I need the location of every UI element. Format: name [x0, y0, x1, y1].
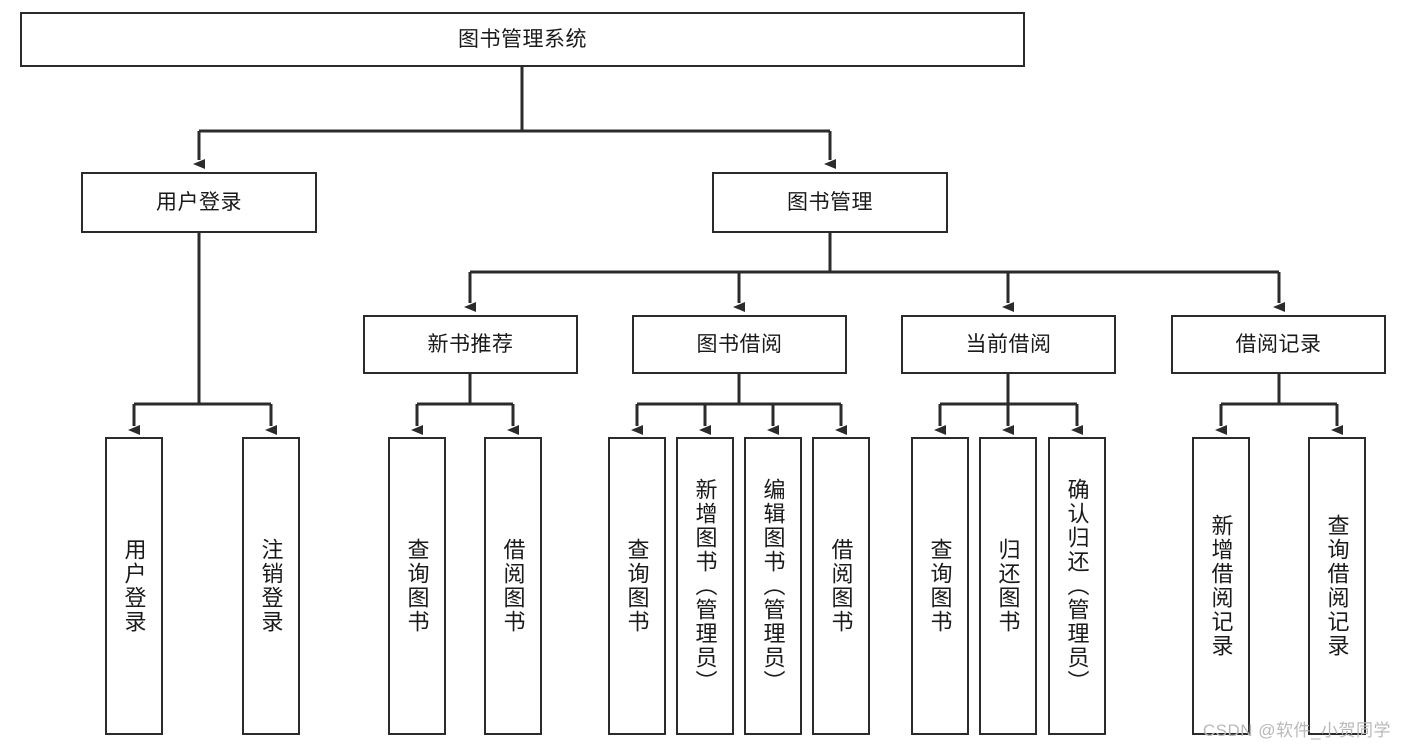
- node-user-login[interactable]: 用户登录: [81, 172, 317, 233]
- node-leaf-borrow-book-2-label: 借阅图书: [828, 538, 854, 634]
- node-book-management-label: 图书管理: [787, 190, 873, 214]
- node-leaf-return-book-label: 归还图书: [995, 538, 1021, 634]
- node-leaf-borrow-book-1-label: 借阅图书: [500, 538, 526, 634]
- node-leaf-confirm-return-admin[interactable]: 确认归还（管理员）: [1048, 437, 1106, 735]
- node-leaf-query-borrow-record[interactable]: 查询借阅记录: [1308, 437, 1366, 735]
- node-leaf-add-borrow-record[interactable]: 新增借阅记录: [1192, 437, 1250, 735]
- node-root[interactable]: 图书管理系统: [20, 12, 1025, 67]
- node-current-borrow-label: 当前借阅: [965, 332, 1052, 356]
- node-user-login-label: 用户登录: [156, 190, 242, 214]
- node-leaf-return-book[interactable]: 归还图书: [979, 437, 1037, 735]
- node-borrow-record-label: 借阅记录: [1235, 332, 1322, 356]
- node-book-borrow-label: 图书借阅: [696, 332, 783, 356]
- node-leaf-logout-login[interactable]: 注销登录: [242, 437, 300, 735]
- node-book-borrow[interactable]: 图书借阅: [632, 315, 847, 374]
- node-leaf-edit-book-admin-label: 编辑图书（管理员）: [760, 478, 786, 694]
- node-borrow-record[interactable]: 借阅记录: [1171, 315, 1386, 374]
- node-new-book-recommend-label: 新书推荐: [427, 332, 514, 356]
- node-book-management[interactable]: 图书管理: [712, 172, 948, 233]
- node-new-book-recommend[interactable]: 新书推荐: [363, 315, 578, 374]
- node-leaf-user-login[interactable]: 用户登录: [105, 437, 163, 735]
- node-leaf-add-borrow-record-label: 新增借阅记录: [1208, 514, 1234, 658]
- node-leaf-query-book-1[interactable]: 查询图书: [388, 437, 446, 735]
- node-leaf-query-book-2[interactable]: 查询图书: [608, 437, 666, 735]
- node-leaf-confirm-return-admin-label: 确认归还（管理员）: [1064, 478, 1090, 694]
- node-leaf-logout-login-label: 注销登录: [258, 538, 284, 634]
- node-leaf-borrow-book-1[interactable]: 借阅图书: [484, 437, 542, 735]
- node-leaf-borrow-book-2[interactable]: 借阅图书: [812, 437, 870, 735]
- node-leaf-query-book-2-label: 查询图书: [624, 538, 650, 634]
- node-leaf-query-book-3[interactable]: 查询图书: [911, 437, 969, 735]
- node-current-borrow[interactable]: 当前借阅: [901, 315, 1116, 374]
- node-leaf-add-book-admin[interactable]: 新增图书（管理员）: [676, 437, 734, 735]
- node-leaf-query-book-1-label: 查询图书: [404, 538, 430, 634]
- node-leaf-add-book-admin-label: 新增图书（管理员）: [692, 478, 718, 694]
- node-root-label: 图书管理系统: [458, 27, 587, 51]
- node-leaf-user-login-label: 用户登录: [121, 538, 147, 634]
- node-leaf-edit-book-admin[interactable]: 编辑图书（管理员）: [744, 437, 802, 735]
- watermark: CSDN @软件_小贺同学: [1202, 721, 1391, 740]
- node-leaf-query-book-3-label: 查询图书: [927, 538, 953, 634]
- node-leaf-query-borrow-record-label: 查询借阅记录: [1324, 514, 1350, 658]
